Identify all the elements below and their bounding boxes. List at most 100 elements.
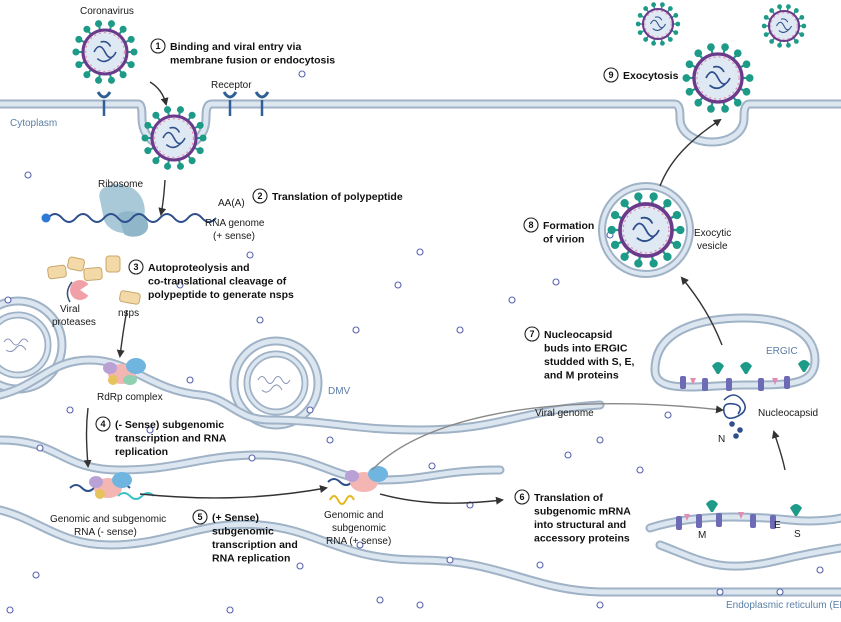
label-protein-e: E	[774, 520, 781, 531]
step-number-badge	[514, 489, 530, 505]
released-virion-icon-2	[761, 4, 807, 48]
step-text: (+ Sense)	[212, 512, 259, 524]
er-membranes	[0, 355, 841, 597]
vesicle-dot	[186, 376, 194, 384]
step-text: Nucleocapsid	[544, 329, 612, 341]
step-text: accessory proteins	[534, 533, 630, 545]
step-text: (- Sense) subgenomic	[115, 419, 224, 431]
vesicle-dot	[716, 588, 724, 596]
step-text: studded with S, E,	[544, 356, 635, 368]
vesicle-dot	[296, 562, 304, 570]
label-genomic-plus-2: subgenomic	[332, 523, 386, 534]
step-text: transcription and	[212, 539, 298, 551]
rna-cap-icon	[41, 213, 51, 223]
step-number-badge	[150, 38, 166, 54]
vesicle-dot	[6, 606, 14, 614]
vesicle-dot	[416, 248, 424, 256]
dmv-center	[229, 336, 323, 430]
step-number-badge	[128, 259, 144, 275]
vesicle-dot	[428, 462, 436, 470]
vesicle-dot	[298, 70, 306, 78]
vesicle-dot	[416, 601, 424, 609]
step-number-badge	[523, 217, 539, 233]
step-text: buds into ERGIC	[544, 343, 628, 355]
vesicle-dot	[456, 326, 464, 334]
step-number-badge	[192, 509, 208, 525]
dmv-left	[0, 296, 67, 394]
label-rdrp: RdRp complex	[97, 392, 163, 403]
step-text: into structural and	[534, 519, 626, 531]
label-exocytic-2: vesicle	[697, 241, 728, 252]
vesicle-dot	[564, 451, 572, 459]
vesicle-dot	[776, 588, 784, 596]
vesicle-dot	[536, 561, 544, 569]
vesicle-dot	[226, 606, 234, 614]
label-coronavirus: Coronavirus	[80, 6, 134, 17]
assembled-virion-icon	[607, 192, 685, 268]
vesicle-dot	[352, 326, 360, 334]
label-er: Endoplasmic reticulum (ER)	[726, 600, 841, 611]
step-text: replication	[115, 446, 168, 458]
label-genomic-plus: Genomic and	[324, 510, 383, 521]
step-text: and M proteins	[544, 370, 619, 382]
polyprotein-fragments	[47, 255, 141, 305]
vesicle-dot	[446, 556, 454, 564]
step-text: Exocytosis	[623, 70, 679, 82]
step-9: 9 Exocytosis	[603, 67, 679, 83]
virions	[72, 2, 807, 268]
rna-genome-strand	[47, 213, 217, 223]
vesicle-dot	[146, 426, 154, 434]
step-text: subgenomic mRNA	[534, 506, 631, 518]
vesicle-dot	[376, 596, 384, 604]
vesicle-dots	[4, 70, 824, 614]
nucleocapsid-icon	[722, 394, 746, 439]
label-genomic-plus-3: RNA (+ sense)	[326, 536, 391, 547]
structural-proteins-ergic	[680, 360, 810, 391]
step-number-badge	[252, 188, 268, 204]
step-number-badge	[603, 67, 619, 83]
receptor-icon	[96, 91, 270, 116]
vesicle-dot	[596, 601, 604, 609]
step-number: 7	[529, 329, 534, 339]
step-text: of virion	[543, 234, 584, 246]
label-protein-s: S	[794, 529, 801, 540]
exocytosed-virion-icon	[682, 43, 754, 113]
step-text: Autoproteolysis and	[148, 262, 250, 274]
label-genomic-minus: Genomic and subgenomic	[50, 514, 166, 525]
vesicle-dot	[24, 171, 32, 179]
step-text: transcription and RNA	[115, 433, 227, 445]
step-number: 8	[528, 220, 533, 230]
step-number-badge	[524, 326, 540, 342]
step-number: 2	[257, 191, 262, 201]
label-genomic-minus-2: RNA (- sense)	[74, 527, 137, 538]
label-ribosome: Ribosome	[98, 179, 143, 190]
step-number: 1	[155, 41, 160, 51]
label-rna-genome-sense: (+ sense)	[213, 231, 255, 242]
step-number: 9	[608, 70, 613, 80]
vesicle-dot	[552, 278, 560, 286]
step-text: polypeptide to generate nsps	[148, 289, 294, 301]
label-viral-proteases-2: proteases	[52, 317, 96, 328]
vesicle-dot	[356, 541, 364, 549]
exocytic-vesicle	[598, 182, 694, 278]
viral-protease-icon	[70, 280, 92, 300]
vesicle-dot	[306, 406, 314, 414]
step-number-badge	[95, 416, 111, 432]
vesicle-dot	[816, 566, 824, 574]
released-virion-icon	[635, 2, 681, 46]
endocytosed-virion-icon	[141, 106, 207, 170]
ribosome	[99, 184, 149, 237]
label-exocytic: Exocytic	[694, 228, 731, 239]
label-n: N	[718, 434, 725, 445]
step-text: RNA replication	[212, 553, 290, 565]
vesicle-dot	[246, 251, 254, 259]
step-number: 3	[133, 262, 138, 272]
structural-proteins-er	[676, 500, 802, 530]
